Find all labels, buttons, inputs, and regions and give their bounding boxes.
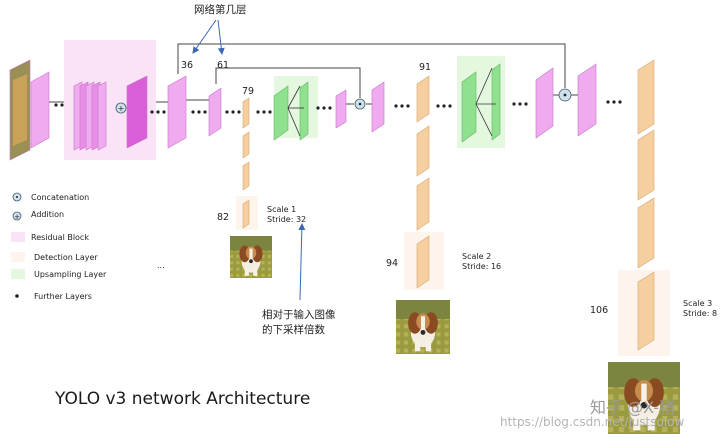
upsample-layer xyxy=(461,71,477,143)
operators: + xyxy=(115,88,572,114)
circle-dot-icon xyxy=(558,88,572,102)
upsample-layer xyxy=(491,63,501,141)
diagram-title: YOLO v3 network Architecture xyxy=(54,389,310,409)
conv-layer xyxy=(335,89,347,129)
upsample-layer xyxy=(273,85,289,141)
orange-layer xyxy=(416,125,430,177)
layer-61-block xyxy=(208,87,222,137)
route-from-layer-36 xyxy=(177,43,566,88)
legend-label: Addition xyxy=(31,210,64,219)
layer-number-note: 网络第几层 xyxy=(194,3,247,16)
circle-plus-icon xyxy=(12,211,22,221)
layer-label-94: 94 xyxy=(386,258,398,269)
layer-36-block xyxy=(167,75,187,149)
legend-addition: + Addition xyxy=(12,210,64,221)
legend-further: Further Layers xyxy=(15,292,92,301)
svg-text:Stride: 32: Stride: 32 xyxy=(267,215,306,224)
layers xyxy=(9,40,597,161)
legend-label: Detection Layer xyxy=(34,253,98,262)
legend-detection: Detection Layer xyxy=(11,252,98,262)
orange-layer xyxy=(637,129,655,201)
legend-concat: Concatenation xyxy=(12,192,89,202)
scale-2-label: Scale 2 Stride: 16 xyxy=(462,252,501,271)
layer-label-82: 82 xyxy=(217,212,229,223)
further-layer-dots xyxy=(54,100,622,114)
upsample-layer xyxy=(299,81,309,141)
beagle-dog-photo xyxy=(396,300,450,354)
layer-label-91: 91 xyxy=(419,62,431,73)
legend-ellipsis: ... xyxy=(157,261,165,270)
orange-layer xyxy=(242,97,250,129)
conv-layer xyxy=(97,81,107,151)
route-from-layer-61 xyxy=(215,67,361,98)
circle-dot-icon xyxy=(354,98,366,110)
watermark-brand: 知乎 @X-猪 xyxy=(590,398,675,417)
layer-label-106: 106 xyxy=(590,305,608,316)
conv-layer xyxy=(577,63,597,137)
layer-label-36: 36 xyxy=(181,60,193,71)
layer-label-61: 61 xyxy=(217,60,229,71)
legend-upsampling: Upsampling Layer xyxy=(11,269,107,279)
orange-layer xyxy=(242,161,250,191)
orange-layer xyxy=(637,59,655,135)
orange-layer xyxy=(637,197,655,269)
layer-106-block xyxy=(637,271,655,351)
beagle-dog-photo xyxy=(230,236,272,278)
orange-layer xyxy=(242,131,250,159)
stride-note-line2: 的下采样倍数 xyxy=(262,323,325,336)
svg-text:Scale 3: Scale 3 xyxy=(683,299,712,308)
layer-label-79: 79 xyxy=(242,86,254,97)
orange-layer xyxy=(416,75,430,123)
orange-layer xyxy=(416,177,430,231)
legend: Concatenation + Addition Residual Block … xyxy=(11,192,165,301)
conv-layer xyxy=(126,75,148,149)
stride-note-line1: 相对于输入图像 xyxy=(262,308,336,321)
svg-text:Stride: 16: Stride: 16 xyxy=(462,262,501,271)
scale-3-label: Scale 3 Stride: 8 xyxy=(683,299,717,318)
upsample-lines xyxy=(287,67,496,137)
svg-text:Scale 1: Scale 1 xyxy=(267,205,296,214)
conv-layer xyxy=(535,67,554,139)
watermark-url: https://blog.csdn.net/justsolow xyxy=(500,415,685,429)
legend-label: Concatenation xyxy=(31,193,89,202)
scale-1-label: Scale 1 Stride: 32 xyxy=(267,205,306,224)
input-image xyxy=(9,59,31,161)
annotation-arrows xyxy=(192,19,306,301)
layer-94-block xyxy=(416,235,430,289)
conv-layer xyxy=(30,71,50,149)
svg-text:Stride: 8: Stride: 8 xyxy=(683,309,717,318)
legend-label: Upsampling Layer xyxy=(34,270,107,279)
svg-text:+: + xyxy=(14,213,20,221)
svg-text:Scale 2: Scale 2 xyxy=(462,252,491,261)
detection-branches xyxy=(236,59,670,356)
legend-label: Further Layers xyxy=(34,292,92,301)
svg-text:+: + xyxy=(118,104,125,113)
legend-label: Residual Block xyxy=(31,233,89,242)
circle-plus-icon: + xyxy=(115,102,127,114)
layer-82-block xyxy=(242,199,250,229)
conv-layer xyxy=(371,81,385,133)
legend-residual: Residual Block xyxy=(11,232,89,242)
